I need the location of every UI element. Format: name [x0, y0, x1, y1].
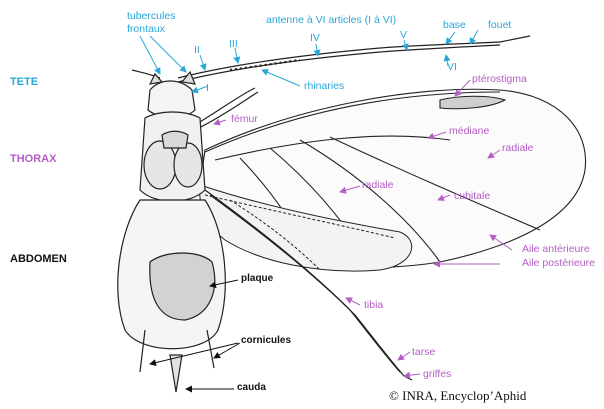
label-segment-ii: II — [194, 44, 200, 56]
label-griffes: griffes — [423, 368, 451, 380]
label-rhinaries: rhinaries — [304, 80, 344, 92]
label-aile-anterieure: Aile antérieure — [522, 243, 590, 255]
label-pterostigma: ptérostigma — [472, 73, 527, 85]
section-tete: TETE — [10, 76, 38, 89]
label-radiale: radiale — [362, 179, 394, 191]
thorax — [140, 112, 205, 201]
label-segment-vi: VI — [447, 61, 457, 73]
label-femur: fémur — [231, 113, 258, 125]
label-segment-iii: III — [229, 38, 238, 50]
head — [148, 72, 195, 118]
section-thorax: THORAX — [10, 153, 56, 166]
label-mediane: médiane — [449, 125, 489, 137]
abdomen — [118, 200, 226, 392]
label-aile-posterieure: Aile postérieure — [522, 257, 595, 269]
label-segment-i: I — [206, 82, 209, 94]
label-frontaux: frontaux — [127, 23, 165, 35]
copyright-notice: © INRA, Encyclop’Aphid — [389, 389, 526, 404]
label-tarse: tarse — [412, 346, 435, 358]
label-segment-iv: IV — [310, 32, 320, 44]
label-base: base — [443, 19, 466, 31]
label-fouet: fouet — [488, 19, 511, 31]
label-cubitale: cubitale — [454, 190, 490, 202]
label-plaque: plaque — [241, 273, 273, 285]
label-segment-v: V — [400, 29, 407, 41]
label-radiale-wing: radiale — [502, 142, 534, 154]
label-cauda: cauda — [237, 382, 266, 394]
label-tubercules: tubercules — [127, 10, 175, 22]
label-tibia: tibia — [364, 299, 383, 311]
label-cornicules: cornicules — [241, 335, 291, 347]
section-abdomen: ABDOMEN — [10, 253, 67, 266]
label-antenne: antenne à VI articles (I à VI) — [266, 14, 396, 26]
